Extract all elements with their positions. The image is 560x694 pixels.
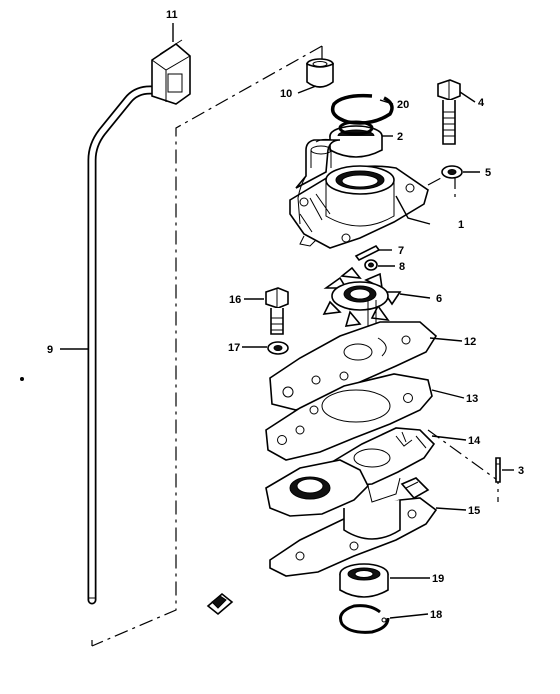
label-11: 11 [166,9,178,21]
lower-housing [265,459,438,577]
label-6: 6 [436,293,442,305]
label-2: 2 [397,131,403,143]
label-16: 16 [229,294,241,306]
bearing [339,563,389,598]
front-arrow-icon [206,592,234,616]
plate-13 [265,373,433,461]
impeller [322,266,402,329]
grommet [151,39,191,105]
bolt-upper [437,79,461,145]
label-7: 7 [398,245,404,257]
washer-upper [441,165,463,179]
label-14: 14 [468,435,481,447]
bolt-lower [265,287,289,335]
label-8: 8 [399,261,405,273]
label-20: 20 [397,99,409,111]
pump-case [289,138,429,249]
label-9: 9 [47,344,53,356]
pin [495,457,501,483]
label-4: 4 [478,97,485,109]
label-3: 3 [518,465,524,477]
label-12: 12 [464,336,476,348]
callout-labels: 11 10 20 4 2 5 1 7 8 16 6 9 17 12 13 14 … [47,9,524,621]
washer-lower [267,341,289,355]
leader-lines [60,23,514,619]
plug [306,58,334,88]
label-19: 19 [432,573,444,585]
stray-dot [20,377,24,381]
small-ring [364,259,378,271]
label-13: 13 [466,393,478,405]
key-pin [354,244,381,262]
label-15: 15 [468,505,480,517]
label-5: 5 [485,167,491,179]
circlip [339,604,390,634]
label-1: 1 [458,219,464,231]
snap-ring [330,93,394,125]
label-17: 17 [228,342,240,354]
water-tube [87,85,168,605]
label-10: 10 [280,88,292,100]
label-18: 18 [430,609,442,621]
